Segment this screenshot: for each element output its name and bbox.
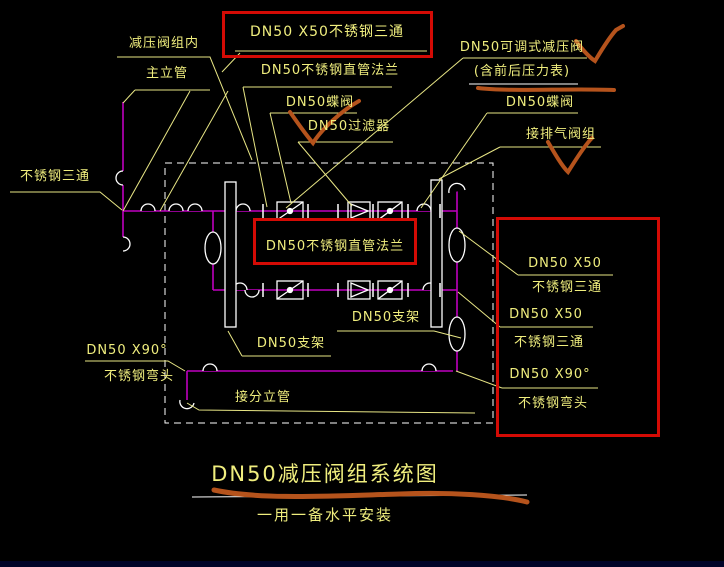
support-bracket-right [430,179,443,328]
label-elbow90r-size: DN50 X90° [509,367,591,382]
pipe-union-symbol [448,227,466,263]
label-flange-mid: DN50不锈钢直管法兰 [265,239,405,254]
label-top-tee: DN50 X50不锈钢三通 [250,24,404,40]
label-tee50b-name: 不锈钢三通 [513,335,585,350]
support-brackets [224,179,443,328]
check-mark-vent [546,136,594,176]
drawing-title: DN50减压阀组系统图 [211,462,439,486]
butterfly-valve-symbol [276,280,304,300]
highlight-box-right-fittings [496,217,660,437]
label-main-riser: 主立管 [145,66,189,81]
label-filter: DN50过滤器 [307,119,391,134]
filter-symbol [347,280,371,300]
bottom-edge-strip [0,561,724,567]
valve-group-boundary [164,162,494,424]
label-elbow90l-name: 不锈钢弯头 [103,369,175,384]
label-support-right: DN50支架 [351,310,421,325]
support-bracket-left [224,181,237,328]
label-elbow90r-name: 不锈钢弯头 [517,396,589,411]
label-flange-top: DN50不锈钢直管法兰 [260,63,400,78]
label-butterfly-right: DN50蝶阀 [505,95,575,110]
label-support-left: DN50支架 [256,336,326,351]
label-butterfly-left: DN50蝶阀 [285,95,355,110]
orange-stroke-title [211,487,530,505]
label-branch-riser: 接分立管 [234,390,292,405]
label-tee50b-size: DN50 X50 [509,307,583,322]
drawing-subtitle: 一用一备水平安装 [256,506,394,524]
label-group-inner: 减压阀组内 [128,36,200,51]
vent-connection-arc [448,182,466,194]
orange-underline-gauges [476,86,616,92]
reducing-valve-symbol [377,201,403,221]
branch-end-arc [179,399,195,410]
label-tee-left: 不锈钢三通 [19,169,91,184]
leader-lines [10,50,613,414]
label-tee50a-name: 不锈钢三通 [531,280,603,295]
label-adj-valve: DN50可调式减压阀 [459,40,585,55]
orange-check-marks [211,24,625,505]
highlight-box-mid-flange [253,218,417,265]
pipe-union-symbol [448,316,466,352]
label-tee50a-size: DN50 X50 [528,256,602,271]
flange-ticks [262,204,441,297]
reducing-valve-symbol [377,280,403,300]
highlight-box-top-tee [222,11,433,58]
label-vent-group: 接排气阀组 [525,127,597,142]
check-mark-filter [288,99,361,147]
label-elbow90l-size: DN50 X90° [86,343,168,358]
check-mark-adj-valve [574,24,625,64]
label-gauges: (含前后压力表) [473,64,571,79]
pipe-crossing-arcs [115,170,466,410]
pipe-union-symbol [204,231,222,265]
lower-run-symbols [276,280,403,300]
